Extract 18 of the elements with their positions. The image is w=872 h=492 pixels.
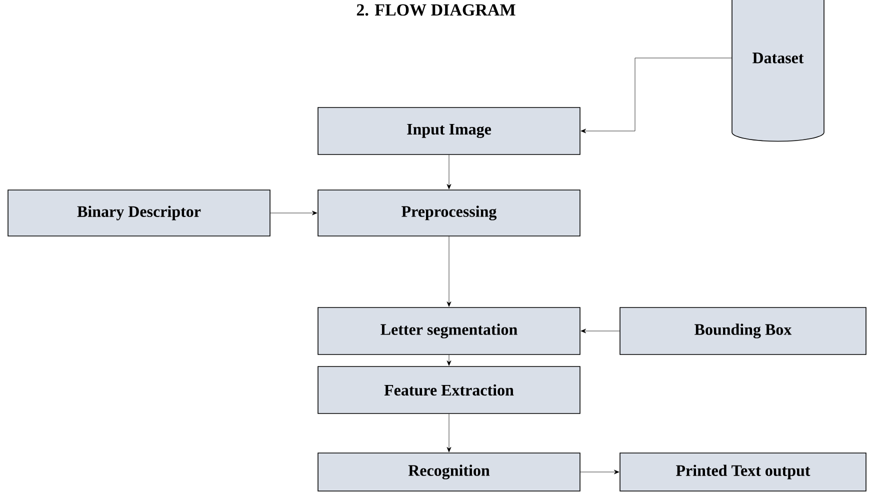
- process-box: Printed Text output: [620, 452, 866, 492]
- arrow: [580, 470, 620, 474]
- arrow: [446, 154, 452, 190]
- arrow: [446, 414, 452, 452]
- title: 2. FLOW DIAGRAM: [356, 4, 516, 16]
- process-box: Input Image: [318, 107, 580, 155]
- arrow: [446, 354, 452, 366]
- arrow: [580, 328, 620, 334]
- database-cylinder: Dataset: [732, 0, 824, 142]
- arrow: [580, 58, 732, 134]
- process-box: Preprocessing: [318, 190, 580, 236]
- process-box: Binary Descriptor: [8, 190, 270, 236]
- process-box: Feature Extraction: [318, 366, 580, 414]
- process-box: Bounding Box: [620, 307, 866, 355]
- process-box: Recognition: [318, 452, 580, 492]
- process-box: Letter segmentation: [318, 307, 580, 355]
- arrow: [446, 236, 452, 307]
- arrow: [270, 210, 318, 216]
